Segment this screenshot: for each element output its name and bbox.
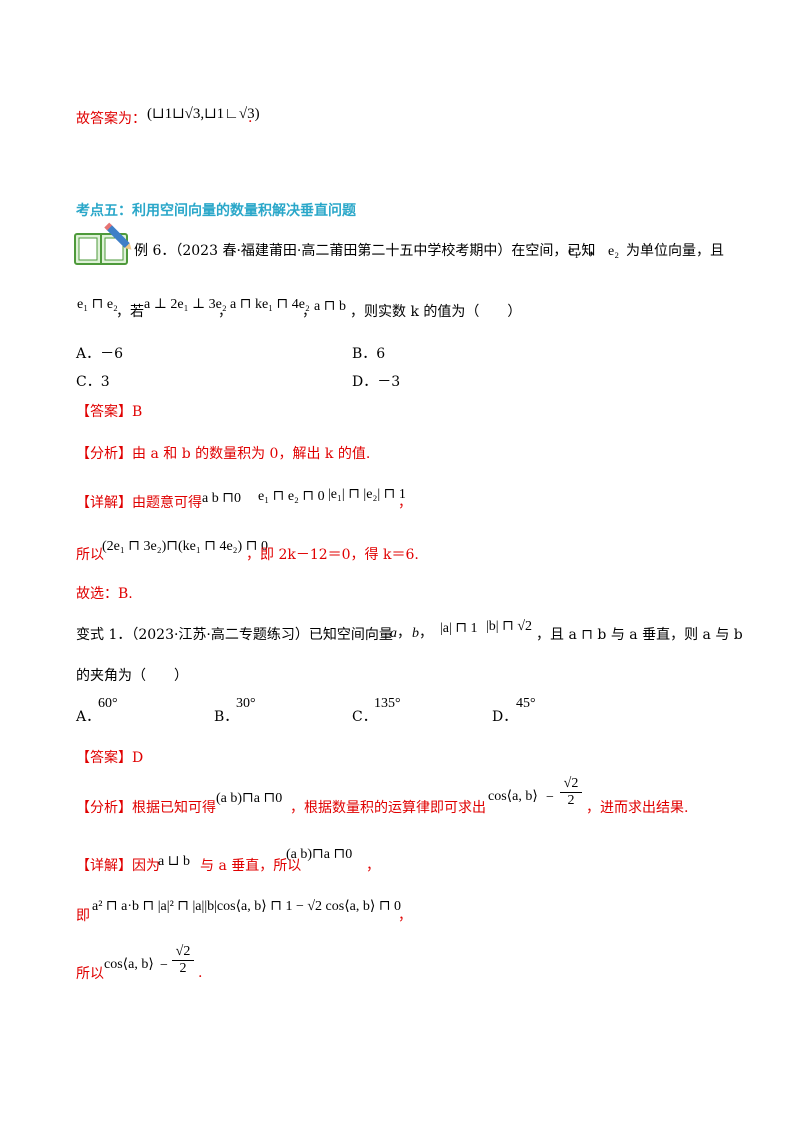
variant1-analysis-den: 2 bbox=[567, 793, 575, 808]
variant1-line1-prefix: 变式 1．（2023·江苏·高二专题练习）已知空间向量 bbox=[76, 627, 393, 643]
variant1-option-c: C． bbox=[352, 706, 377, 726]
example6-vector-a: a ⊥ 2e₁ ⊥ 3e₂ bbox=[144, 297, 227, 312]
example6-text-tail: 为单位向量，且 bbox=[626, 243, 724, 259]
example6-conclusion: 故选：B. bbox=[76, 586, 133, 602]
example6-detail-eq3: |e₁| ⊓ |e₂| ⊓ 1 bbox=[328, 487, 406, 502]
example6-source-text: （2023 春·福建莆田·高二莆田第二十五中学校考期中）在空间，已知 bbox=[175, 243, 596, 259]
variant1-option-b-value: 30° bbox=[236, 696, 256, 711]
example6-eq-e1-e2: e₁ ⊓ e₂ bbox=[77, 297, 118, 312]
variant1-analysis-fraction: √2 2 bbox=[560, 776, 582, 809]
variant1-analysis-tail: ，进而求出结果. bbox=[586, 800, 689, 816]
section-title: 考点五：利用空间向量的数量积解决垂直问题 bbox=[76, 203, 356, 219]
variant1-option-b: B． bbox=[214, 706, 238, 726]
variant1-option-d-value: 45° bbox=[516, 696, 536, 711]
variant1-vec-b-letter: b bbox=[412, 626, 419, 641]
variant1-detail3-prefix: 所以 bbox=[76, 966, 104, 982]
variant1-detail3-fraction: √2 2 bbox=[172, 944, 194, 977]
prev-answer-period: . bbox=[248, 110, 253, 126]
variant1-analysis-minus: − bbox=[546, 790, 554, 805]
example6-perp: a ⊓ b bbox=[314, 299, 346, 314]
variant1-detail3-den: 2 bbox=[179, 961, 187, 976]
example6-detail2-tail: ，即 2k－12＝0，得 k＝6. bbox=[246, 547, 419, 563]
variant1-line2: 的夹角为（ ） bbox=[76, 668, 188, 684]
example6-detail-label: 【详解】由题意可得 bbox=[76, 495, 202, 511]
variant1-detail2-comma: ， bbox=[398, 908, 412, 924]
example6-option-d: D．－3 bbox=[352, 374, 401, 390]
variant1-option-a-label: A． bbox=[76, 709, 101, 725]
variant1-detail3-minus: − bbox=[160, 958, 168, 973]
variant1-norm-b: |b| ⊓ √2 bbox=[486, 619, 533, 634]
variant1-option-a: A． bbox=[76, 706, 100, 726]
example6-option-c: C．3 bbox=[76, 374, 110, 390]
variant1-detail-comma: ， bbox=[366, 858, 380, 874]
variant1-option-c-label: C． bbox=[352, 709, 377, 725]
example6-comma-a: ， bbox=[218, 304, 232, 320]
variant1-option-d-label: D． bbox=[492, 709, 518, 725]
variant1-detail-mid: 与 a 垂直，所以 bbox=[200, 858, 302, 874]
example6-detail2-eq: (2e₁ ⊓ 3e₂)⊓(ke₁ ⊓ 4e₂) ⊓ 0 bbox=[102, 539, 268, 554]
variant1-analysis-num: √2 bbox=[560, 776, 582, 793]
example6-ruo: ，若 bbox=[116, 304, 144, 320]
prev-answer-value: (⊔1⊔√3,⊔1∟√3) bbox=[147, 106, 260, 122]
prev-answer-label: 故答案为： bbox=[76, 111, 146, 127]
variant1-option-d: D． bbox=[492, 706, 517, 726]
example6-comma-b: ， bbox=[302, 304, 316, 320]
variant1-vec-a: a， bbox=[390, 626, 411, 641]
example6-detail2-prefix: 所以 bbox=[76, 547, 104, 563]
example6-detail-eq1: a b ⊓0 bbox=[202, 491, 241, 506]
variant1-vec-b: b， bbox=[412, 626, 433, 641]
example6-source: 例 6．（2023 春·福建莆田·高二莆田第二十五中学校考期中）在空间，已知 bbox=[134, 240, 595, 260]
variant1-analysis-cos: cos⟨a, b⟩ bbox=[488, 789, 538, 804]
variant1-detail2-prefix: 即 bbox=[76, 908, 90, 924]
variant1-option-a-value: 60° bbox=[98, 696, 118, 711]
variant1-detail3-period: . bbox=[198, 965, 203, 981]
variant1-analysis-eq: (a b)⊓a ⊓0 bbox=[216, 791, 283, 806]
example6-comma1: ， bbox=[588, 243, 602, 259]
example6-number: 例 6． bbox=[134, 243, 176, 259]
variant1-option-c-value: 135° bbox=[374, 696, 401, 711]
example6-answer: 【答案】B bbox=[76, 404, 143, 420]
example6-option-a: A．－6 bbox=[76, 346, 124, 362]
variant1-detail-prefix: 【详解】因为 bbox=[76, 858, 160, 874]
example6-vec-e2: e₂ bbox=[608, 244, 620, 259]
variant1-analysis-mid: ，根据数量积的运算律即可求出 bbox=[290, 800, 486, 816]
variant1-vec-a-letter: a bbox=[390, 626, 397, 641]
example6-detail-comma: ， bbox=[398, 495, 412, 511]
example6-analysis: 【分析】由 a 和 b 的数量积为 0，解出 k 的值. bbox=[76, 446, 371, 462]
variant1-norm-a: |a| ⊓ 1 bbox=[440, 621, 478, 636]
variant1-option-b-label: B． bbox=[214, 709, 239, 725]
example6-vec-e1: e₁ bbox=[568, 244, 580, 259]
example6-option-b: B．6 bbox=[352, 346, 386, 362]
example6-detail-eq2: e₁ ⊓ e₂ ⊓ 0 bbox=[258, 489, 325, 504]
variant1-answer: 【答案】D bbox=[76, 750, 144, 766]
variant1-detail3-cos: cos⟨a, b⟩ bbox=[104, 957, 154, 972]
variant1-line1-tail: ，且 a ⊓ b 与 a 垂直，则 a 与 b bbox=[536, 627, 743, 643]
variant1-detail-ab: a ⊔ b bbox=[158, 854, 190, 869]
notebook-pencil-icon bbox=[74, 222, 132, 265]
example6-vector-b: a ⊓ ke₁ ⊓ 4e₂ bbox=[230, 297, 310, 312]
variant1-detail3-num: √2 bbox=[172, 944, 194, 961]
example6-question-end: ，则实数 k 的值为（ ） bbox=[350, 304, 522, 320]
variant1-detail-eq: (a b)⊓a ⊓0 bbox=[286, 847, 353, 862]
variant1-analysis-prefix: 【分析】根据已知可得 bbox=[76, 800, 216, 816]
variant1-detail2-eq: a² ⊓ a·b ⊓ |a|² ⊓ |a||b|cos⟨a, b⟩ ⊓ 1 − … bbox=[92, 899, 402, 914]
